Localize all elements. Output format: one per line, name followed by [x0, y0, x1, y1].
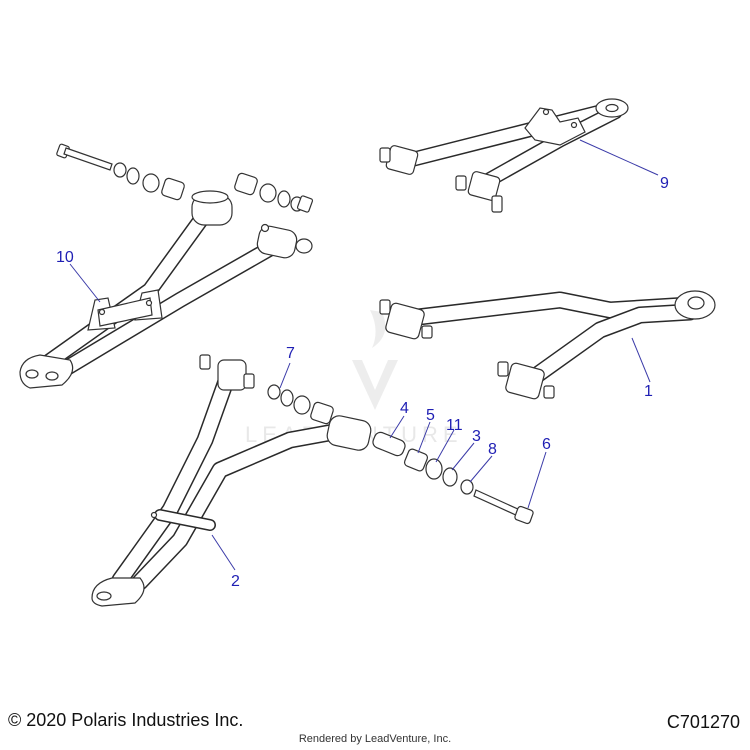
- callout-3: 3: [472, 428, 481, 445]
- leader-lines: [69, 139, 659, 571]
- hardware-stack-upper-left: [56, 143, 314, 213]
- callout-7: 7: [286, 345, 295, 362]
- part-8-washer: [460, 479, 474, 495]
- part-6-bolt-head: [514, 505, 534, 525]
- diagram-id: C701270: [666, 712, 740, 732]
- rendered-by-credit: Rendered by LeadVenture, Inc.: [298, 733, 452, 745]
- part-5-sleeve: [403, 448, 429, 472]
- callout-5: 5: [426, 407, 435, 424]
- callout-10: 10: [56, 249, 74, 266]
- part-4-bushing: [372, 431, 406, 457]
- callout-8: 8: [488, 441, 497, 458]
- callout-2: 2: [231, 573, 240, 590]
- part-2-lower-a-arm: [91, 354, 372, 607]
- part-11-washer: [425, 458, 443, 480]
- callout-1: 1: [644, 383, 653, 400]
- callout-9: 9: [660, 175, 669, 192]
- callout-11: 11: [446, 417, 463, 434]
- callout-4: 4: [400, 400, 409, 417]
- callout-labels: 9 10 1 7 2 4 5 11 3 8 6: [56, 175, 669, 590]
- copyright-notice: © 2020 Polaris Industries Inc.: [8, 710, 244, 730]
- part-6-bolt-shank: [473, 489, 521, 517]
- part-10-upper-a-arm: [19, 190, 313, 389]
- hardware-stack-lower-left: [267, 384, 334, 425]
- hardware-stack-exploded: [372, 431, 534, 525]
- part-9-upper-a-arm: [379, 98, 629, 213]
- part-3-washer: [442, 467, 458, 487]
- part-1-lower-a-arm: [379, 290, 716, 400]
- callout-6: 6: [542, 436, 551, 453]
